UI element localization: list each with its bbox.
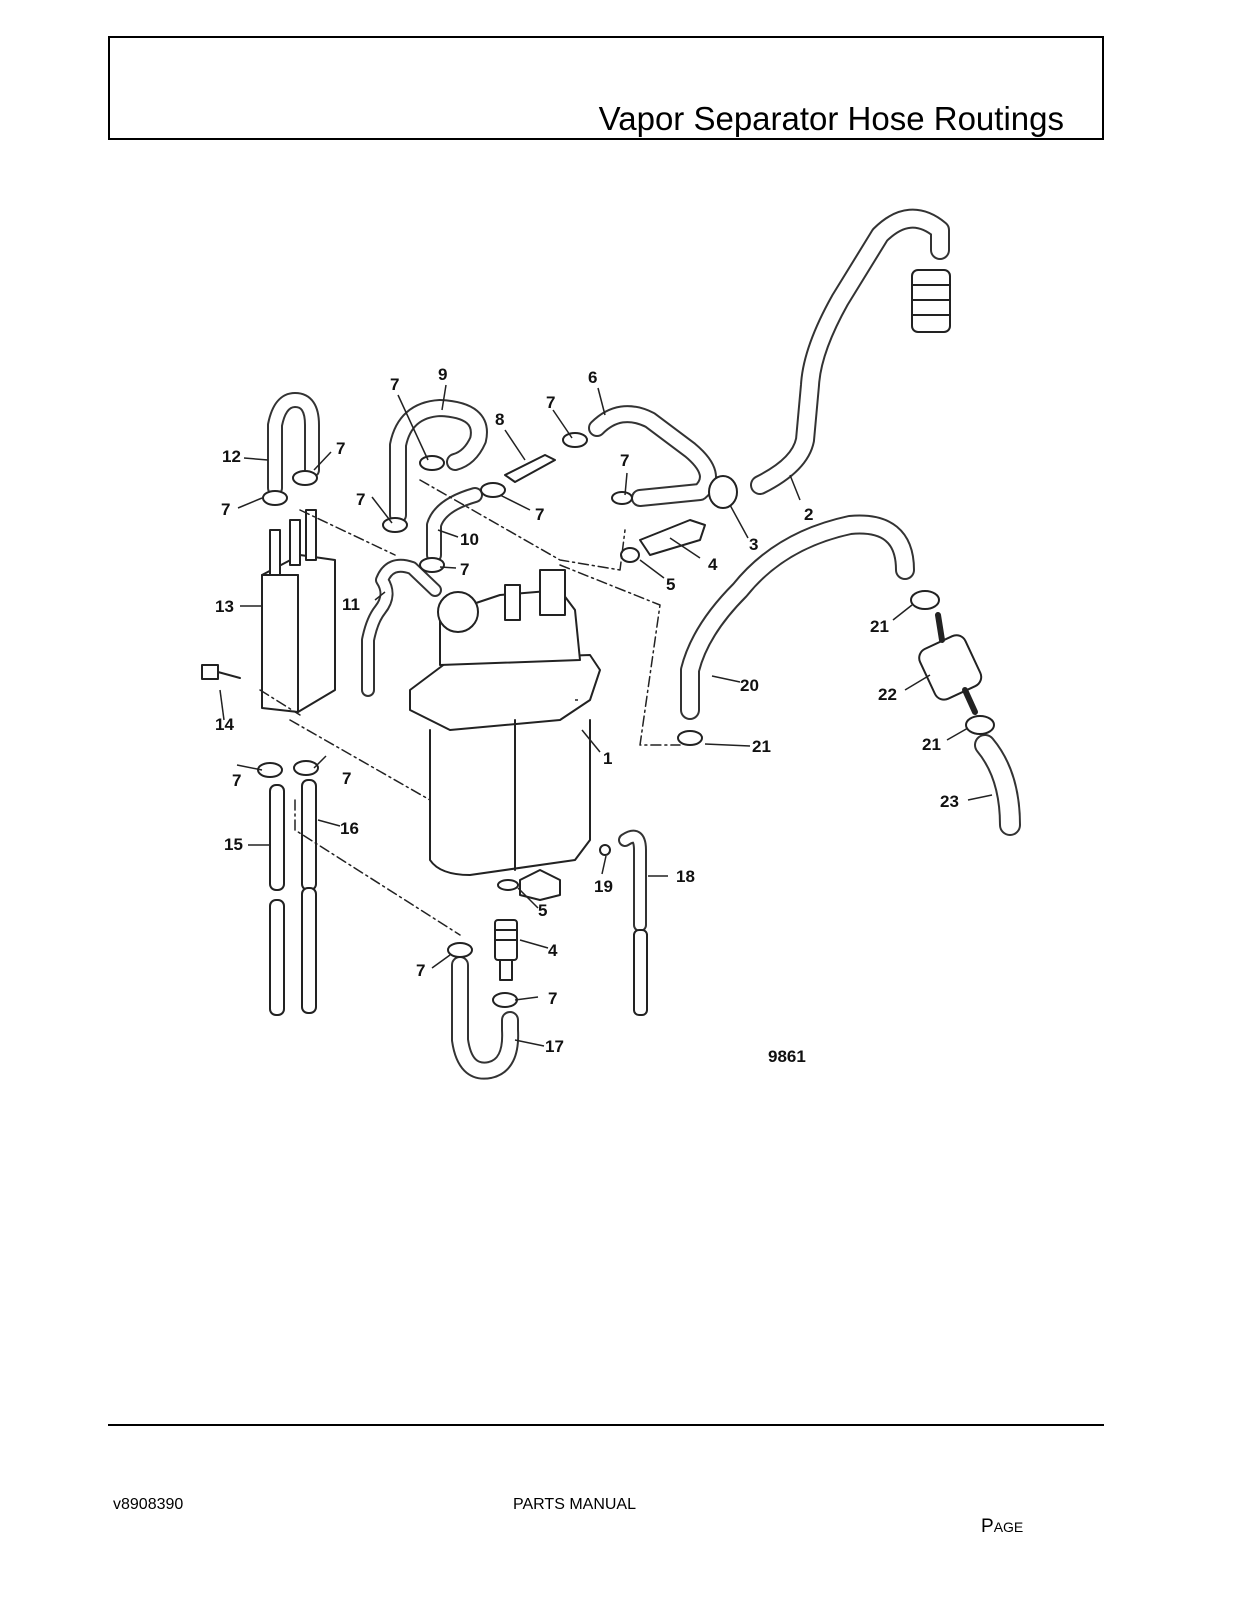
- callout-7: 7: [460, 560, 469, 579]
- callout-7: 7: [548, 989, 557, 1008]
- callout-4: 4: [708, 555, 718, 574]
- callout-18: 18: [676, 867, 695, 886]
- callout-8: 8: [495, 410, 504, 429]
- callout-7: 7: [620, 451, 629, 470]
- callout-14: 14: [215, 715, 234, 734]
- callout-7: 7: [221, 500, 230, 519]
- page-label-rest: AGE: [993, 1519, 1024, 1535]
- hose-16-lower: [301, 887, 317, 1014]
- footer-doc-number: v8908390: [113, 1496, 184, 1513]
- hose-15-upper: [269, 784, 285, 891]
- callout-7: 7: [546, 393, 555, 412]
- callout-16: 16: [340, 819, 359, 838]
- page-label-initial: P: [981, 1516, 994, 1537]
- hose-15-lower: [269, 899, 285, 1016]
- callout-19: 19: [594, 877, 613, 896]
- callout-1: 1: [603, 749, 612, 768]
- callout-4: 4: [548, 941, 558, 960]
- callout-7: 7: [232, 771, 241, 790]
- callout-5: 5: [666, 575, 675, 594]
- callout-21: 21: [870, 617, 889, 636]
- callout-7: 7: [356, 490, 365, 509]
- callout-17: 17: [545, 1037, 564, 1056]
- footer-page-label: PAGE: [981, 1516, 1023, 1538]
- callout-7: 7: [390, 375, 399, 394]
- callout-21: 21: [922, 735, 941, 754]
- callout-10: 10: [460, 530, 479, 549]
- figure-number: 9861: [768, 1047, 806, 1066]
- callout-11: 11: [342, 595, 360, 614]
- callout-13: 13: [215, 597, 234, 616]
- callout-12: 12: [222, 447, 241, 466]
- callout-7: 7: [416, 961, 425, 980]
- callout-7: 7: [535, 505, 544, 524]
- callout-23: 23: [940, 792, 959, 811]
- hose-2: [750, 208, 950, 495]
- footer-manual-title: PARTS MANUAL: [513, 1496, 636, 1513]
- hose-18-lower: [633, 929, 648, 1016]
- footer-rule: [108, 1424, 1104, 1426]
- callout-3: 3: [749, 535, 758, 554]
- callout-7: 7: [342, 769, 351, 788]
- callout-6: 6: [588, 368, 597, 387]
- callout-20: 20: [740, 676, 759, 695]
- callout-7: 7: [336, 439, 345, 458]
- fitting-8: [504, 454, 556, 483]
- callout-5: 5: [538, 901, 547, 920]
- filter-22: [918, 634, 983, 701]
- callout-15: 15: [224, 835, 243, 854]
- vapor-separator-tank: [429, 719, 591, 876]
- page-title: Vapor Separator Hose Routings: [598, 100, 1064, 137]
- callout-21: 21: [752, 737, 771, 756]
- bolt-14: [201, 664, 219, 680]
- fitting-4-upper: [639, 519, 706, 556]
- callout-22: 22: [878, 685, 897, 704]
- callout-9: 9: [438, 365, 447, 384]
- header-box: Vapor Separator Hose Routings: [108, 36, 1104, 140]
- callout-2: 2: [804, 505, 813, 524]
